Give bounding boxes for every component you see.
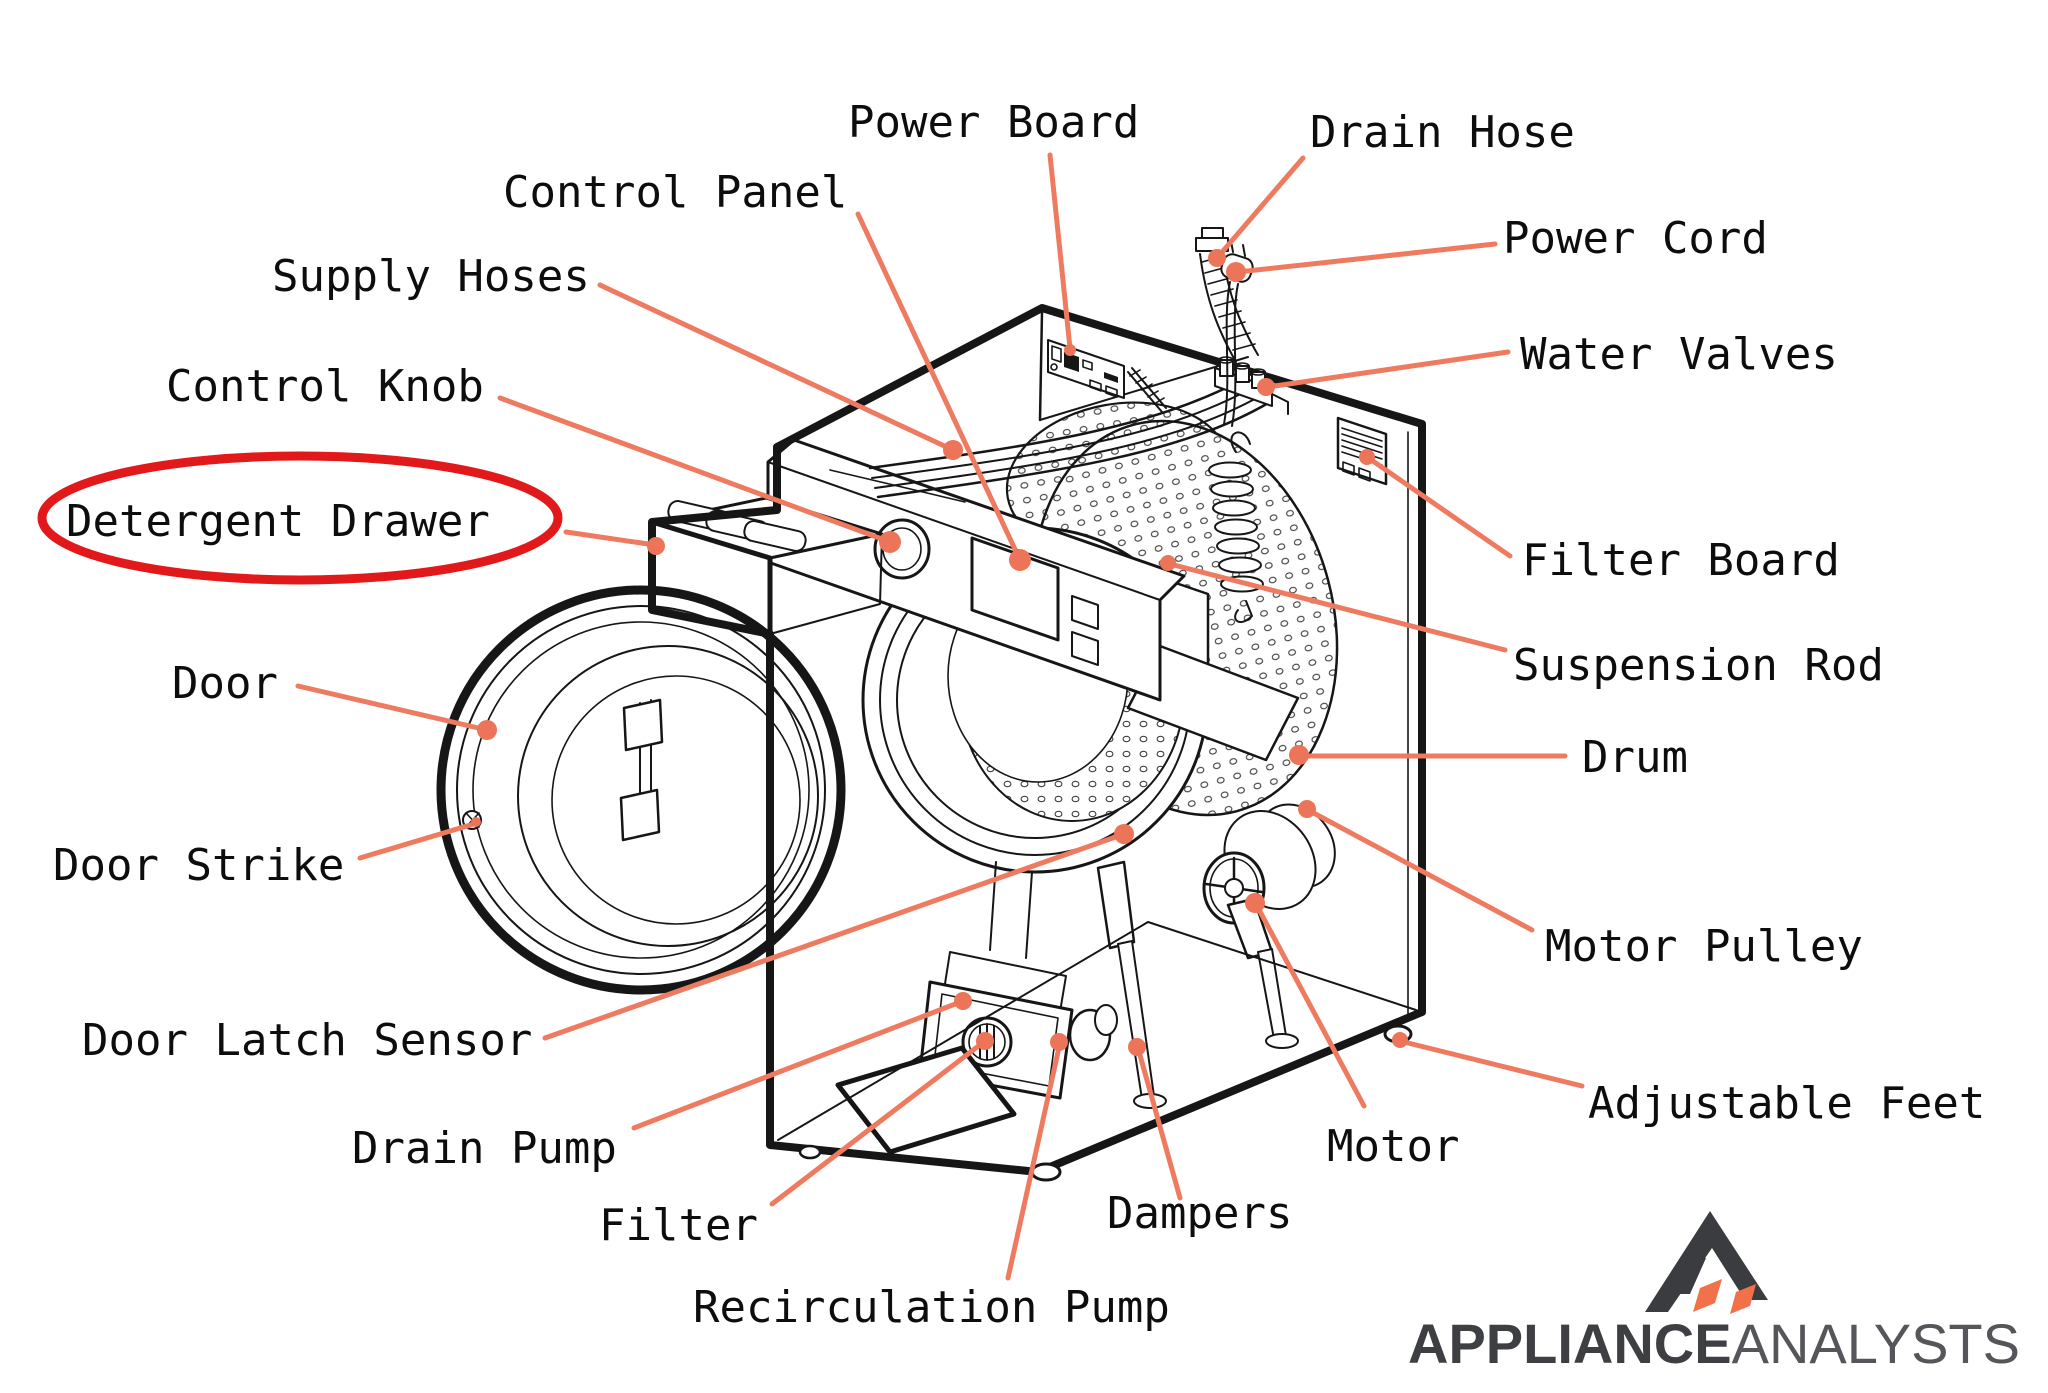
cabinet-interior-lines xyxy=(777,310,1417,1141)
label-power-board: Power Board xyxy=(848,97,1139,148)
label-recirculation-pump: Recirculation Pump xyxy=(693,1282,1170,1333)
cabinet-outline xyxy=(648,304,1426,1176)
leader-motor xyxy=(1245,893,1367,1109)
label-door-strike: Door Strike xyxy=(53,840,344,891)
supply-hoses-drawing xyxy=(868,367,1272,499)
logo-text-bold: APPLIANCE xyxy=(1408,1312,1732,1375)
leader-door-latch-sensor xyxy=(542,824,1134,1041)
door-drawing xyxy=(436,585,846,995)
label-adjustable-feet: Adjustable Feet xyxy=(1588,1078,1985,1129)
label-dampers: Dampers xyxy=(1107,1188,1292,1239)
label-motor: Motor xyxy=(1327,1121,1459,1172)
label-motor-pulley: Motor Pulley xyxy=(1545,921,1863,972)
label-filter: Filter xyxy=(599,1200,758,1251)
brand-logo: APPLIANCEANALYSTS xyxy=(1408,1211,2020,1375)
leader-recirculation-pump xyxy=(1005,1033,1068,1281)
leader-motor-pulley xyxy=(1298,800,1535,933)
logo-mountain-icon xyxy=(1645,1211,1768,1314)
leader-filter xyxy=(769,1032,994,1207)
logo-text-light: ANALYSTS xyxy=(1732,1312,2020,1375)
leader-suspension-rod xyxy=(1160,555,1508,653)
leader-power-board xyxy=(1047,152,1076,356)
control-panel-beam xyxy=(766,438,1186,702)
leader-dampers xyxy=(1128,1038,1183,1201)
label-door-latch-sensor: Door Latch Sensor xyxy=(82,1015,532,1066)
label-suspension-rod: Suspension Rod xyxy=(1513,640,1884,691)
dampers-drawing xyxy=(1096,860,1299,1109)
label-drain-pump: Drain Pump xyxy=(352,1123,617,1174)
leader-power-cord xyxy=(1226,241,1498,282)
label-drain-hose: Drain Hose xyxy=(1310,107,1575,158)
label-power-cord: Power Cord xyxy=(1503,213,1768,264)
leader-drain-hose xyxy=(1208,155,1306,267)
label-drum: Drum xyxy=(1582,732,1688,783)
highlight-ellipse xyxy=(37,451,563,585)
leader-lines xyxy=(295,152,1585,1281)
recirculation-pump-drawing xyxy=(1068,1004,1118,1062)
label-control-panel: Control Panel xyxy=(503,167,847,218)
label-supply-hoses: Supply Hoses xyxy=(272,251,590,302)
leader-water-valves xyxy=(1257,349,1511,396)
label-detergent-drawer: Detergent Drawer xyxy=(66,496,490,547)
power-board-drawing xyxy=(1047,339,1125,399)
leader-door-strike xyxy=(357,817,481,861)
washing-machine-drawing xyxy=(436,227,1426,1182)
label-water-valves: Water Valves xyxy=(1520,329,1838,380)
leader-drum xyxy=(1289,745,1568,765)
label-filter-board: Filter Board xyxy=(1522,535,1840,586)
part-labels: Power Board Drain Hose Control Panel Pow… xyxy=(53,97,1985,1333)
leader-control-knob xyxy=(497,395,901,553)
label-door: Door xyxy=(172,658,278,709)
motor-drawing xyxy=(1202,803,1336,925)
leader-adjustable-feet xyxy=(1392,1032,1585,1089)
label-control-knob: Control Knob xyxy=(166,361,484,412)
leader-filter-board xyxy=(1359,449,1513,559)
leader-supply-hoses xyxy=(597,282,963,460)
logo-text: APPLIANCEANALYSTS xyxy=(1408,1312,2020,1375)
leader-door xyxy=(295,683,497,740)
leader-drain-pump xyxy=(631,992,972,1131)
leader-detergent-drawer xyxy=(563,529,665,555)
leader-control-panel xyxy=(855,211,1031,571)
pump-assembly-drawing xyxy=(835,861,1118,1155)
suspension-spring xyxy=(1208,431,1264,624)
